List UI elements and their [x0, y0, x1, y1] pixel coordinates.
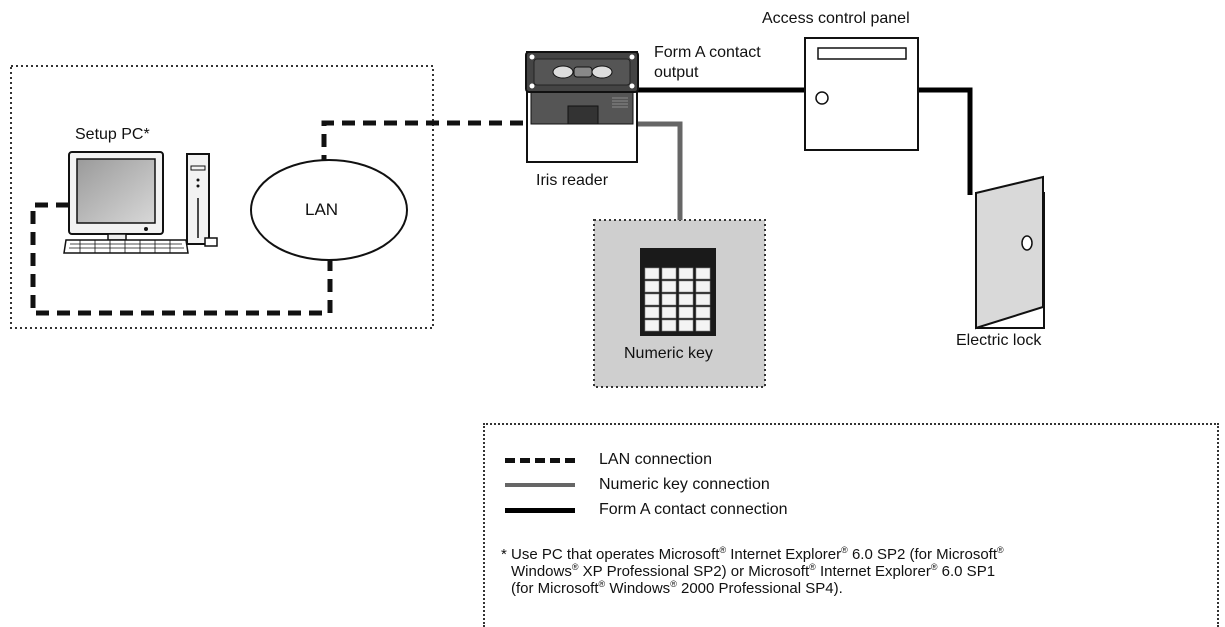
legend-swatch-numeric — [505, 483, 575, 487]
legend-row-contact: Form A contact connection — [505, 500, 788, 520]
keypad-key — [695, 293, 711, 306]
keypad-key — [644, 267, 660, 280]
footnote-text: Windows — [511, 563, 572, 580]
legend-label-lan: LAN connection — [599, 451, 712, 468]
access-control-panel-icon — [804, 37, 919, 151]
legend-row-lan: LAN connection — [505, 450, 712, 470]
footnote-text: Windows — [605, 580, 671, 597]
numeric-key-label: Numeric key — [624, 345, 713, 362]
footnote-line2: Windows® XP Professional SP2) or Microso… — [501, 562, 1201, 581]
footnote-text: (for Microsoft — [511, 580, 599, 597]
keypad-key — [695, 319, 711, 332]
keypad-key — [695, 267, 711, 280]
footnote-text: * Use PC that operates Microsoft — [501, 546, 720, 563]
legend-swatch-contact — [505, 507, 575, 513]
keypad-key — [661, 267, 677, 280]
registered-mark: ® — [930, 562, 938, 572]
lan-label: LAN — [305, 200, 339, 219]
legend-label-numeric: Numeric key connection — [599, 476, 770, 493]
access-control-panel-label: Access control panel — [762, 10, 910, 27]
pc-network-boundary — [10, 65, 434, 329]
registered-mark: ® — [719, 545, 727, 555]
numeric-keypad-icon — [640, 248, 716, 336]
registered-mark: ® — [598, 579, 606, 589]
lan-connection-lines — [30, 120, 527, 316]
legend-label-contact: Form A contact connection — [599, 501, 788, 518]
form-a-contact-output-label-line2: output — [654, 64, 699, 81]
registered-mark: ® — [841, 545, 848, 555]
footnote-text: XP Professional SP2) or Microsoft — [578, 563, 810, 580]
keypad-key — [644, 306, 660, 319]
keypad-key — [678, 280, 694, 293]
registered-mark: ® — [809, 562, 816, 572]
lan-cloud — [250, 159, 408, 261]
keypad-key — [678, 293, 694, 306]
electric-lock-label: Electric lock — [956, 332, 1042, 349]
legend-swatch-lan — [505, 457, 575, 463]
form-a-contact-lines — [634, 87, 973, 195]
form-a-contact-output-label-line1: Form A contact — [654, 44, 761, 61]
footnote: * Use PC that operates Microsoft® Intern… — [501, 545, 1201, 598]
footnote-text: 6.0 SP1 — [937, 563, 996, 580]
keypad-key — [678, 319, 694, 332]
footnote-line3: (for Microsoft® Windows® 2000 Profession… — [501, 579, 1201, 598]
iris-reader-icon — [525, 51, 639, 163]
keypad-key — [644, 280, 660, 293]
keypad-key — [661, 293, 677, 306]
keypad-key — [661, 280, 677, 293]
keypad-key — [678, 306, 694, 319]
legend-row-numeric: Numeric key connection — [505, 475, 770, 495]
iris-reader-label: Iris reader — [536, 172, 609, 189]
footnote-text: Internet Explorer — [815, 563, 931, 580]
legend: LAN connection Numeric key connection Fo… — [483, 423, 1219, 627]
keypad-key — [644, 293, 660, 306]
footnote-text: 6.0 SP2 (for Microsoft — [847, 546, 997, 563]
keypad-key — [661, 306, 677, 319]
keypad-key — [695, 306, 711, 319]
keypad-key — [661, 319, 677, 332]
keypad-key — [678, 267, 694, 280]
footnote-text: 2000 Professional SP4). — [676, 580, 843, 597]
registered-mark: ® — [571, 562, 579, 572]
keypad-key — [695, 280, 711, 293]
setup-pc-icon — [63, 151, 218, 254]
footnote-text: Internet Explorer — [726, 546, 842, 563]
electric-lock-icon — [975, 175, 1045, 330]
registered-mark: ® — [670, 579, 677, 589]
setup-pc-label: Setup PC* — [75, 126, 150, 143]
keypad-key — [644, 319, 660, 332]
numeric-key-connection-line — [634, 121, 683, 220]
registered-mark: ® — [997, 545, 1004, 555]
